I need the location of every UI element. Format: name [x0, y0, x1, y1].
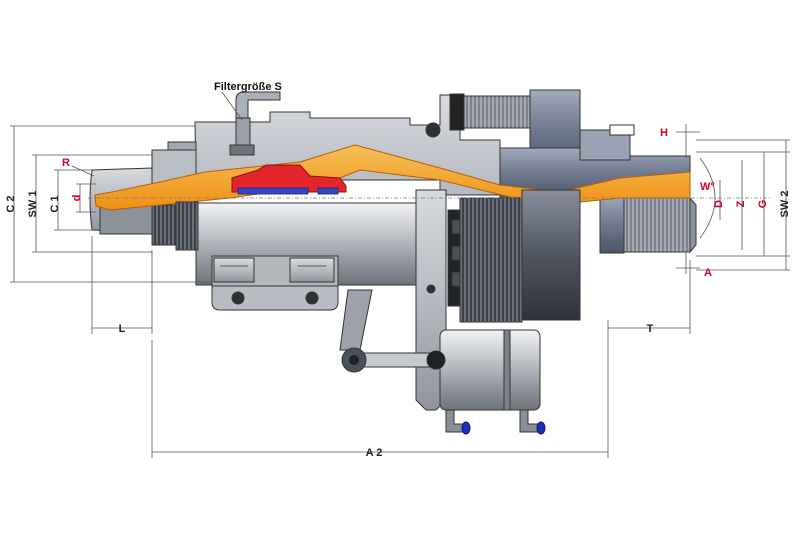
- label-w: W°: [700, 181, 715, 193]
- filter-screw: [229, 91, 281, 156]
- label-a: A: [704, 267, 712, 279]
- pneumatic-actuator: [341, 329, 546, 435]
- label-sw2: SW 2: [779, 191, 791, 218]
- label-sw1: SW 1: [27, 191, 39, 218]
- dimension-lines: [10, 91, 790, 458]
- label-l: L: [119, 323, 126, 335]
- label-c2: C 2: [5, 195, 17, 212]
- label-d-small: d: [71, 195, 83, 202]
- labels: Filtergröße S C 2 SW 1 C 1 d R L A 2 T H…: [5, 81, 791, 459]
- label-z: Z: [735, 200, 747, 207]
- right-outlet: [599, 194, 697, 254]
- label-h: H: [660, 127, 668, 139]
- bolt-stack: [447, 189, 581, 323]
- label-t: T: [647, 323, 654, 335]
- label-filter-size: Filtergröße S: [214, 81, 282, 93]
- label-r: R: [62, 157, 70, 169]
- label-d-big: D: [713, 200, 725, 208]
- cylinder-body: [175, 201, 417, 311]
- right-thread: [623, 197, 691, 253]
- label-g: G: [757, 200, 769, 209]
- label-c1: C 1: [49, 195, 61, 212]
- seal-piston: [231, 164, 347, 195]
- label-a2: A 2: [366, 447, 383, 459]
